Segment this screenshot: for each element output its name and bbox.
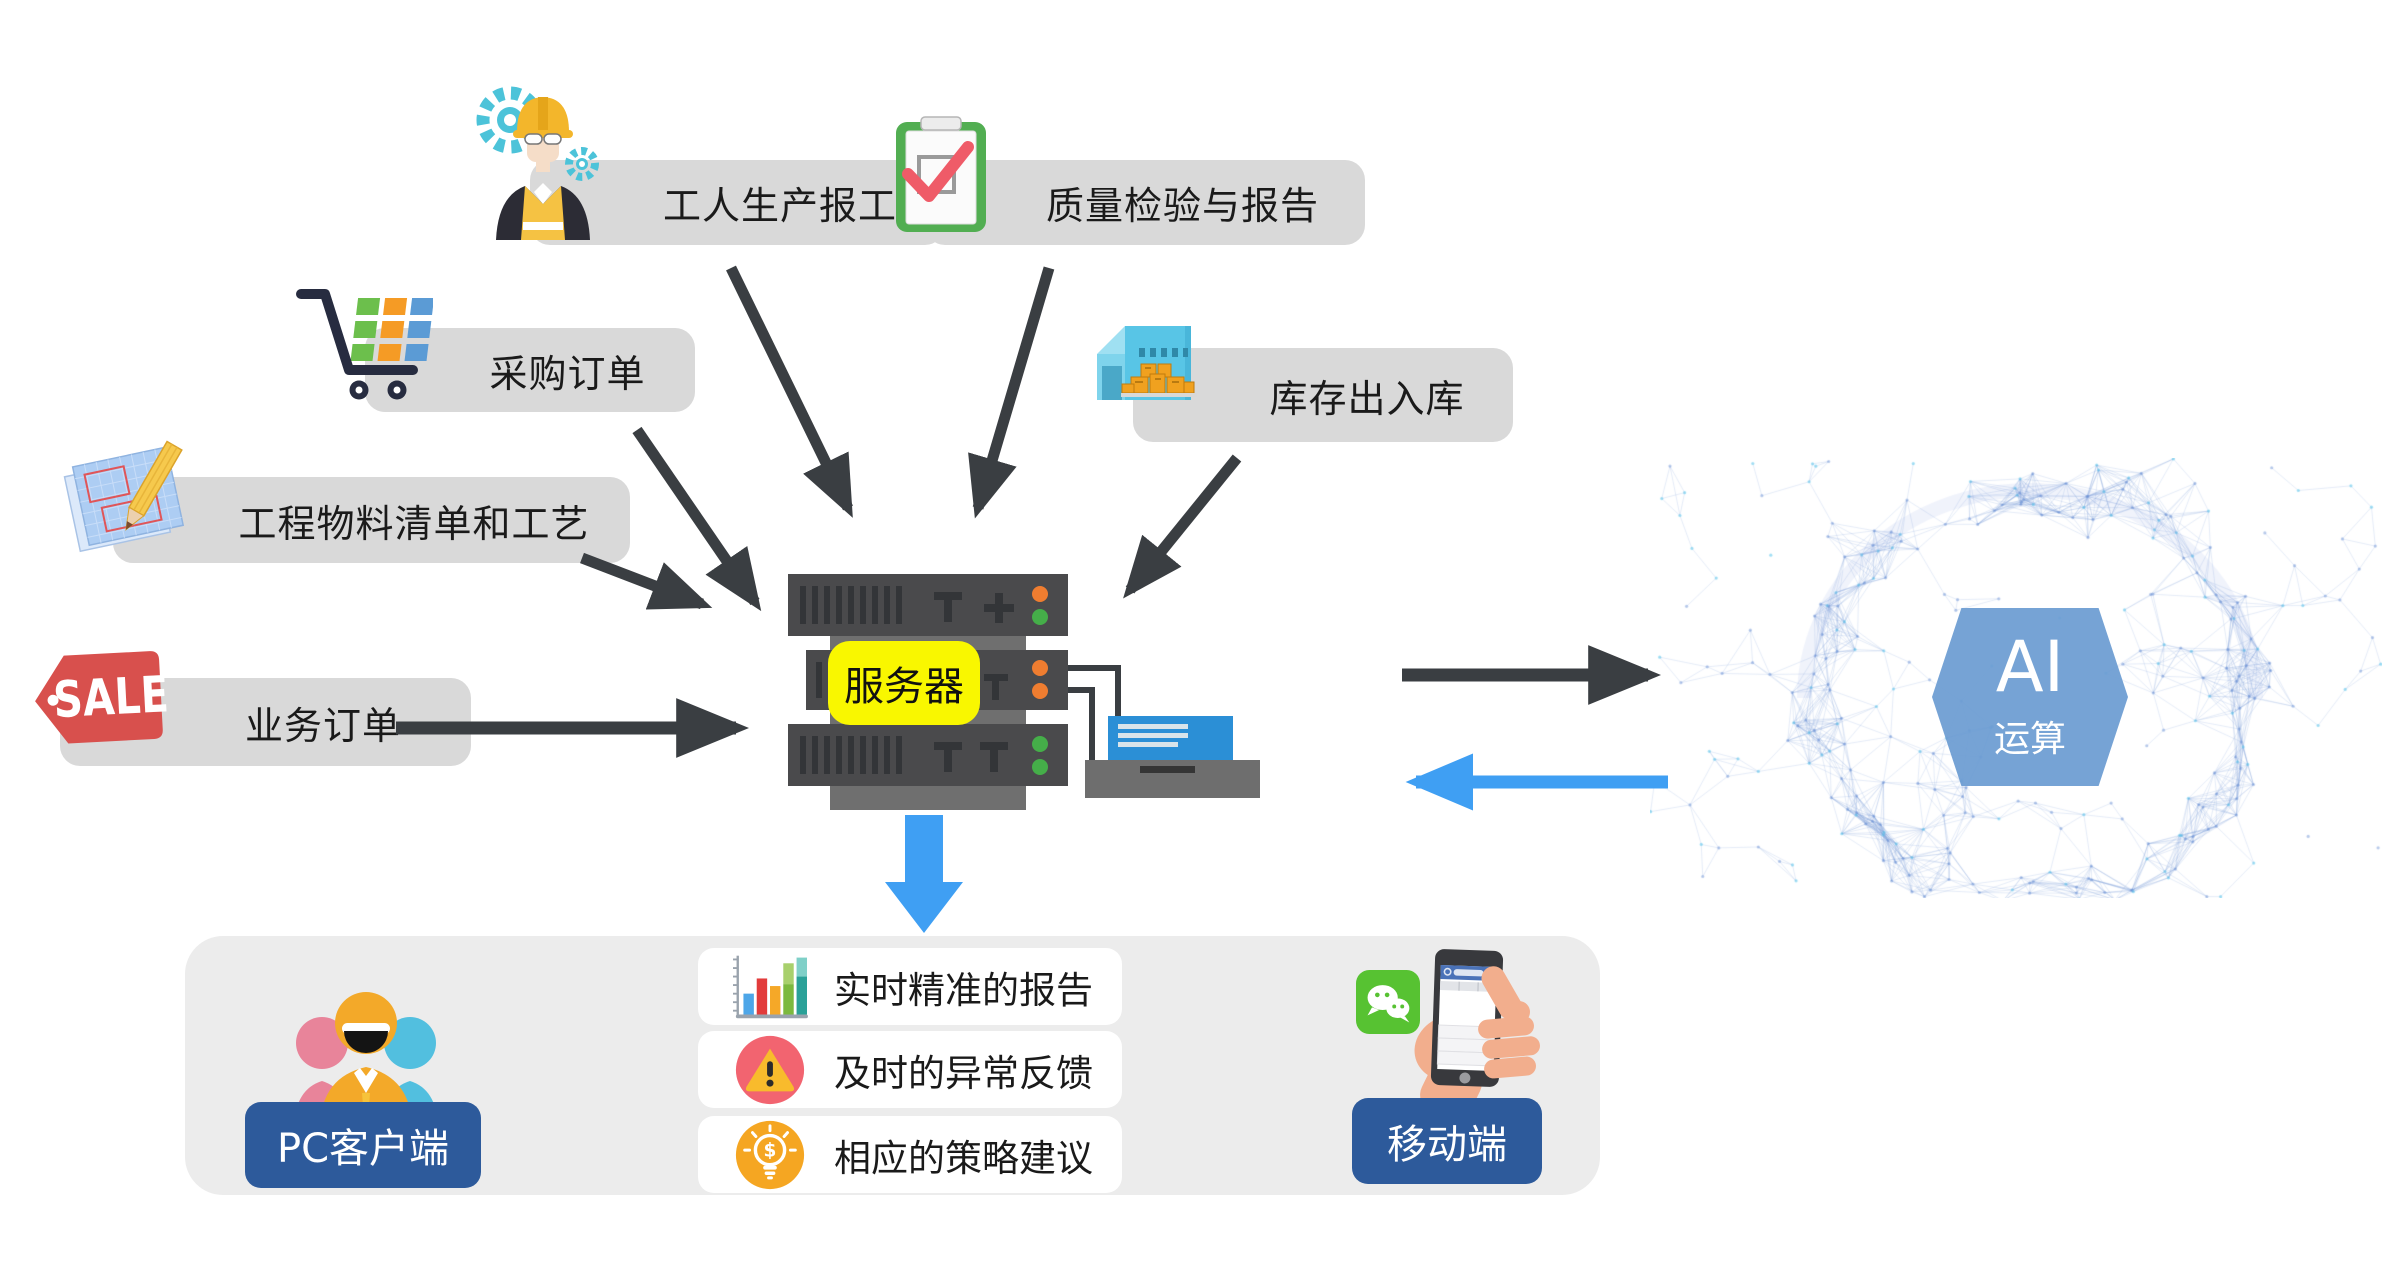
label-inventory: 库存出入库 bbox=[1133, 348, 1513, 442]
pc-client-badge-text: PC客户端 bbox=[276, 1126, 450, 1172]
label-bom-process-text: 工程物料清单和工艺 bbox=[238, 501, 590, 546]
mobile-client-badge-text: 移动端 bbox=[1387, 1122, 1507, 1168]
shopping-cart-icon bbox=[296, 289, 433, 400]
ai-subtitle: 运算 bbox=[1993, 719, 2066, 760]
label-quality-report-text: 质量检验与报告 bbox=[1045, 184, 1319, 228]
output-row-alert: 及时的异常反馈 bbox=[698, 1031, 1122, 1108]
hand-phone-wechat-icon bbox=[1414, 949, 1540, 1120]
server-label: 服务器 bbox=[828, 641, 980, 725]
server-label-text: 服务器 bbox=[844, 664, 964, 710]
ai-title: AI bbox=[1995, 626, 2065, 708]
arrow-server-to-clients bbox=[885, 815, 963, 933]
workstation-icon bbox=[1085, 716, 1260, 798]
wechat-icon bbox=[1356, 970, 1420, 1034]
idea-bulb-icon: $ bbox=[724, 1118, 816, 1192]
warehouse-icon bbox=[1097, 326, 1197, 400]
sale-tag-text: SALE bbox=[52, 665, 170, 729]
output-row-suggest: $ 相应的策略建议 bbox=[698, 1116, 1122, 1193]
label-inventory-text: 库存出入库 bbox=[1269, 376, 1465, 421]
arrow-bom-to-server bbox=[580, 552, 713, 610]
label-purchase-order-text: 采购订单 bbox=[489, 351, 646, 396]
pc-client-badge: PC客户端 bbox=[245, 1102, 481, 1188]
mobile-client-badge: 移动端 bbox=[1352, 1098, 1542, 1184]
output-suggest-text: 相应的策略建议 bbox=[834, 1136, 1093, 1180]
worker-icon bbox=[476, 86, 599, 240]
bar-chart-icon bbox=[724, 950, 816, 1024]
arrow-purchase-to-server bbox=[632, 426, 762, 612]
svg-text:$: $ bbox=[764, 1140, 777, 1161]
label-sales-order-text: 业务订单 bbox=[244, 703, 401, 748]
ai-hexagon: AI 运算 bbox=[1932, 608, 2128, 786]
label-worker-report-text: 工人生产报工 bbox=[662, 184, 897, 228]
arrow-worker-to-server bbox=[726, 265, 853, 518]
blueprint-pencil-icon bbox=[63, 440, 185, 553]
output-alert-text: 及时的异常反馈 bbox=[834, 1051, 1093, 1095]
arrow-quality-to-server bbox=[968, 266, 1055, 519]
label-worker-report: 工人生产报工 bbox=[530, 160, 945, 245]
label-quality-report: 质量检验与报告 bbox=[925, 160, 1365, 245]
label-purchase-order: 采购订单 bbox=[365, 328, 695, 412]
clipboard-check-icon bbox=[896, 116, 986, 232]
output-report-text: 实时精准的报告 bbox=[834, 968, 1093, 1012]
output-row-report: 实时精准的报告 bbox=[698, 948, 1122, 1025]
label-bom-process: 工程物料清单和工艺 bbox=[113, 477, 630, 563]
sale-tag-icon: SALE bbox=[35, 651, 170, 744]
warning-icon bbox=[724, 1033, 816, 1107]
arrow-inventory-to-server bbox=[1123, 454, 1242, 599]
